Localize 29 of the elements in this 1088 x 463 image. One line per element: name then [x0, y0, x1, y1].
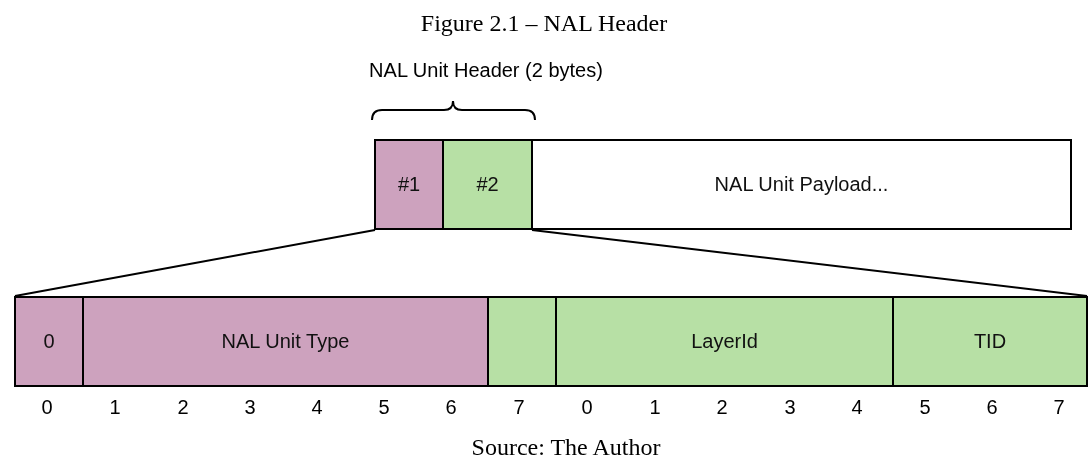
- bit-field-cell: 0: [14, 296, 84, 387]
- bit-number: 5: [378, 396, 390, 419]
- bit-number: 2: [716, 396, 728, 419]
- bit-number: 7: [513, 396, 525, 419]
- expansion-line: [14, 229, 376, 297]
- figure-title: Figure 2.1 – NAL Header: [420, 10, 668, 37]
- bit-number: 3: [244, 396, 256, 419]
- bit-number: 4: [851, 396, 863, 419]
- bit-number: 6: [445, 396, 457, 419]
- bit-number: 4: [311, 396, 323, 419]
- bit-number: 1: [109, 396, 121, 419]
- bit-number: 2: [177, 396, 189, 419]
- bit-number: 3: [784, 396, 796, 419]
- bit-number: 0: [41, 396, 53, 419]
- bit-field-cell: NAL Unit Type: [82, 296, 489, 387]
- bit-number: 1: [649, 396, 661, 419]
- header-byte-box: #1: [374, 139, 444, 230]
- expansion-line: [531, 229, 1088, 297]
- bit-number: 7: [1053, 396, 1065, 419]
- bit-field-cell: TID: [892, 296, 1088, 387]
- payload-box: NAL Unit Payload...: [531, 139, 1072, 230]
- bit-number: 0: [581, 396, 593, 419]
- bit-number: 6: [986, 396, 998, 419]
- bit-number: 5: [919, 396, 931, 419]
- bit-field-cell: [487, 296, 557, 387]
- source-caption: Source: The Author: [471, 434, 661, 461]
- header-byte-box: #2: [442, 139, 533, 230]
- bit-field-cell: LayerId: [555, 296, 894, 387]
- header-label: NAL Unit Header (2 bytes): [369, 59, 603, 82]
